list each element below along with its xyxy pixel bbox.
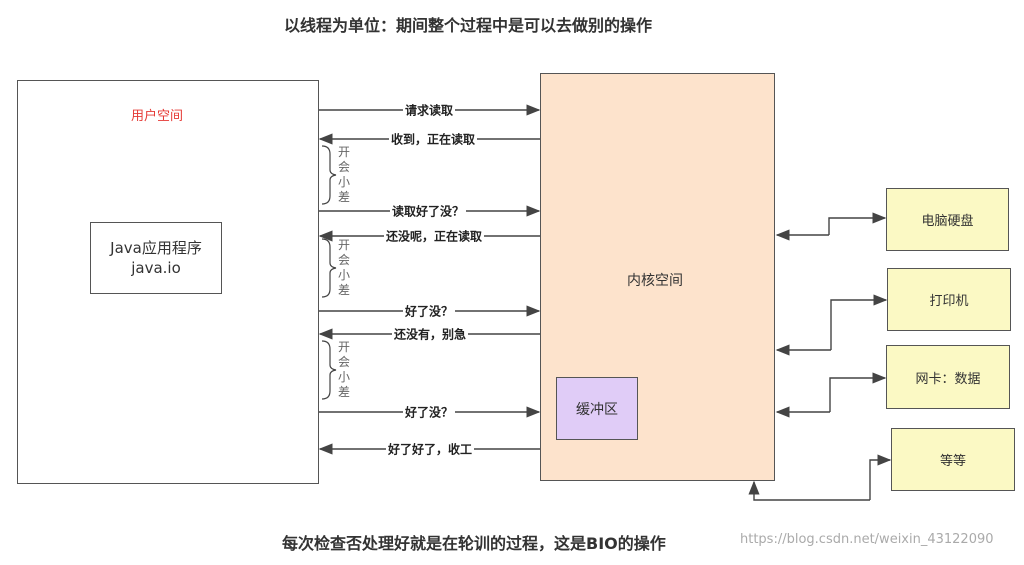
brace-icon	[321, 145, 337, 205]
buffer-box: 缓冲区	[556, 377, 638, 440]
brace-icon	[321, 340, 337, 400]
device-disk: 电脑硬盘	[886, 188, 1009, 251]
brace-icon	[321, 238, 337, 298]
diagram-footer: 每次检查否处理好就是在轮训的过程，这是BIO的操作	[282, 534, 666, 553]
java-app-package: java.io	[131, 259, 181, 277]
message-label: 还没呢，正在读取	[383, 227, 485, 245]
java-app-name: Java应用程序	[110, 239, 202, 257]
nap-note: 开会小差	[337, 238, 350, 297]
java-app-box: Java应用程序 java.io	[90, 222, 222, 294]
device-printer: 打印机	[887, 268, 1011, 331]
kernel-space-label: 内核空间	[627, 273, 683, 289]
watermark: https://blog.csdn.net/weixin_43122090	[740, 532, 994, 547]
device-network-card: 网卡：数据	[886, 345, 1010, 409]
message-label: 收到，正在读取	[388, 130, 478, 148]
message-label: 请求读取	[402, 101, 456, 119]
message-label: 读取好了没？	[389, 202, 467, 220]
message-label: 好了没？	[402, 403, 456, 421]
nap-note: 开会小差	[337, 340, 350, 399]
diagram-title: 以线程为单位：期间整个过程中是可以去做别的操作	[284, 16, 653, 35]
nap-note: 开会小差	[337, 145, 350, 204]
user-space-label: 用户空间	[131, 109, 184, 124]
message-label: 好了没？	[402, 302, 456, 320]
message-label: 还没有，别急	[391, 325, 469, 343]
message-label: 好了好了，收工	[385, 440, 475, 458]
device-etc: 等等	[891, 428, 1015, 491]
